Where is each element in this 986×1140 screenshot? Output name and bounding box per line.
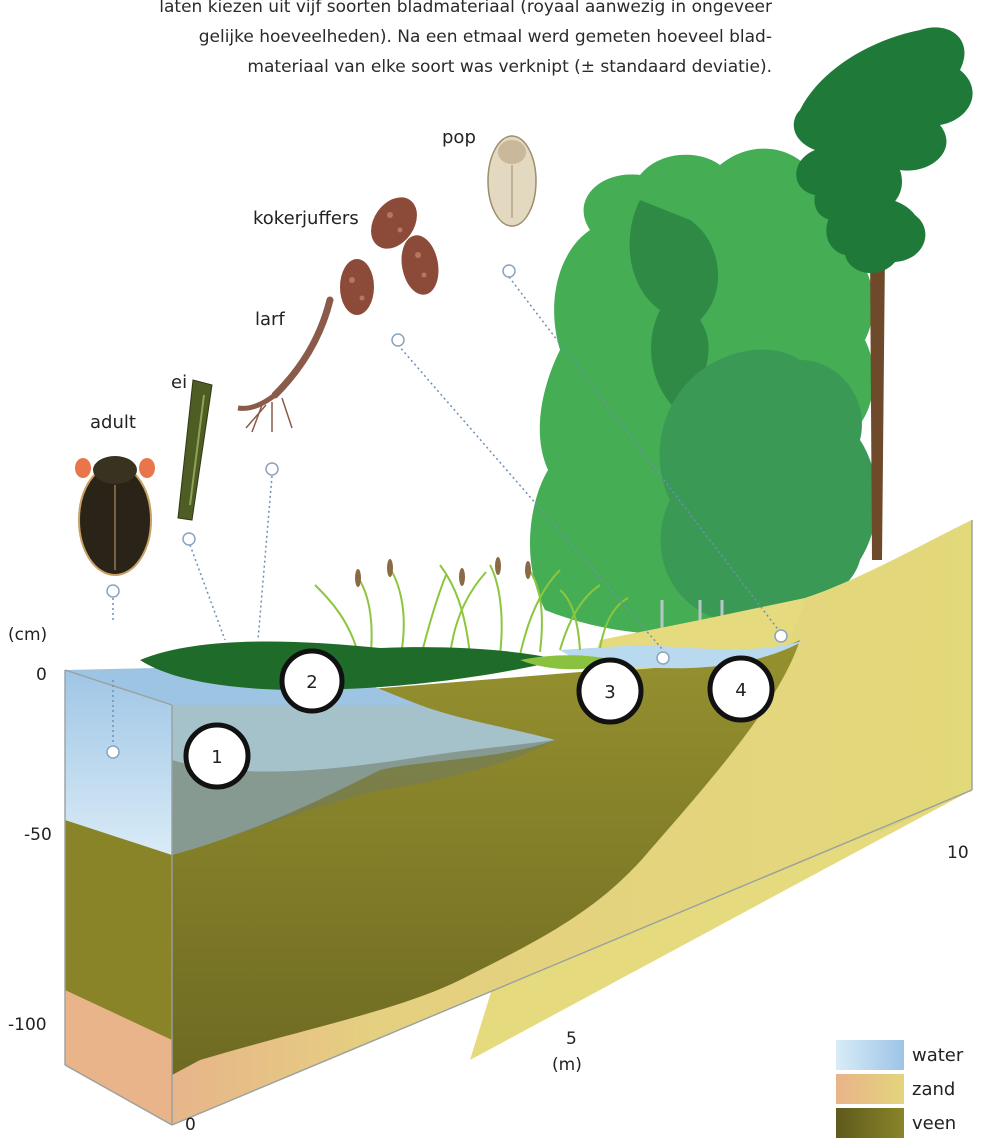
zone-3-label: 3 [604, 682, 615, 703]
adult-beetle-icon [75, 456, 155, 575]
legend-label-water: water [912, 1045, 963, 1066]
legend-swatch-peat [836, 1108, 904, 1138]
legend: water zand veen [836, 1038, 963, 1140]
legend-item-peat: veen [836, 1106, 963, 1140]
egg-stem-icon [178, 380, 212, 520]
pupa-label: pop [442, 127, 476, 148]
legend-swatch-water [836, 1040, 904, 1070]
larva-label: larf [255, 309, 285, 330]
depth-tick-0: 0 [36, 665, 47, 685]
legend-item-water: water [836, 1038, 963, 1072]
egg-label: ei [171, 372, 187, 393]
legend-label-peat: veen [912, 1113, 956, 1134]
adult-label: adult [90, 412, 136, 433]
pine-crown-top [794, 27, 973, 220]
zone-marker-2: 2 [282, 651, 342, 711]
legend-label-sand: zand [912, 1079, 955, 1100]
zone-4-label: 4 [735, 680, 746, 701]
depth-unit-label: (cm) [8, 625, 47, 645]
zone-2-label: 2 [306, 672, 317, 693]
caddisfly-label: kokerjuffers [253, 208, 359, 229]
legend-item-sand: zand [836, 1072, 963, 1106]
deciduous-tree-right [660, 350, 877, 622]
zone-1-label: 1 [211, 747, 222, 768]
legend-swatch-sand [836, 1074, 904, 1104]
distance-tick-0: 0 [185, 1115, 196, 1135]
zone-marker-1: 1 [186, 725, 248, 787]
depth-tick-50: -50 [24, 825, 52, 845]
zone-marker-3: 3 [579, 660, 641, 722]
distance-tick-10: 10 [947, 843, 969, 863]
zone-marker-4: 4 [710, 658, 772, 720]
distance-tick-5: 5 [566, 1029, 577, 1049]
pupa-icon [488, 136, 536, 226]
depth-tick-100: -100 [8, 1015, 47, 1035]
distance-unit-label: (m) [552, 1055, 582, 1075]
pine-trunk [870, 250, 885, 560]
